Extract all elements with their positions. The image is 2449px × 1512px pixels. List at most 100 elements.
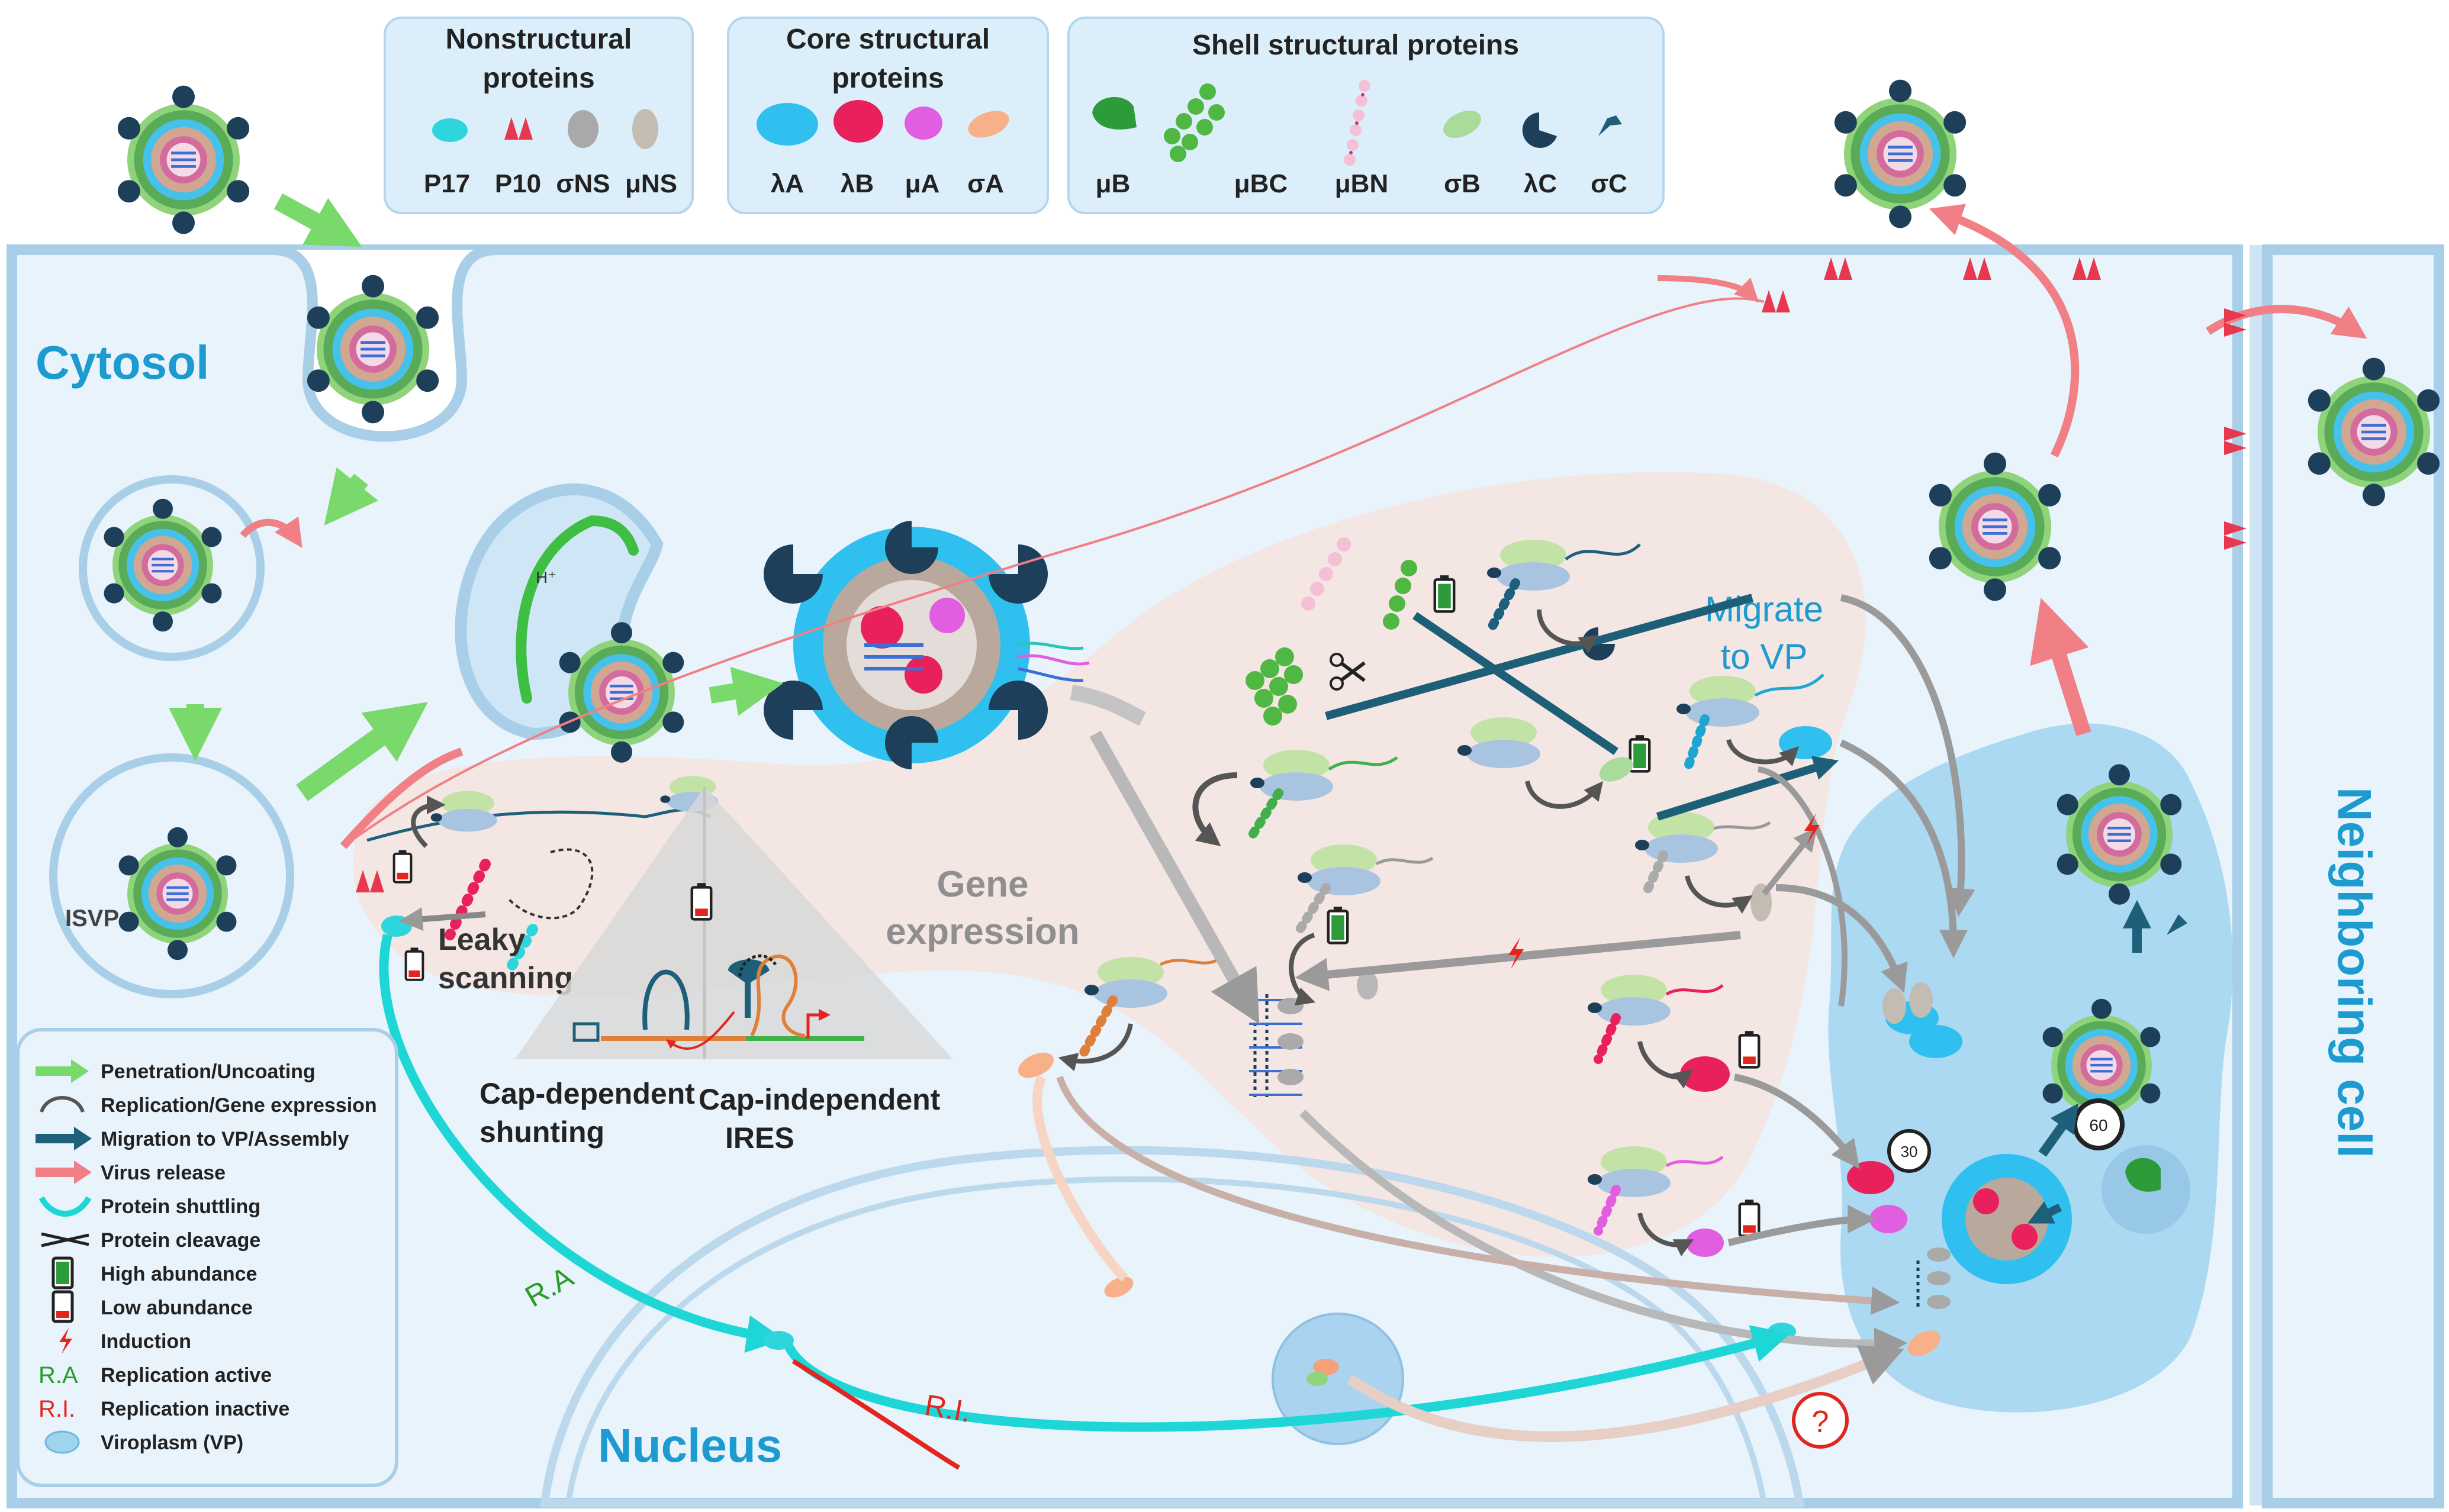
battery-high-sigma-ns: [1328, 907, 1347, 943]
h-plus-label: H⁺: [536, 568, 556, 586]
penetration-arrow-1: [273, 193, 362, 247]
nonstructural-proteins-box: Nonstructural proteins P17 P10 σNS μNS: [384, 17, 694, 214]
template-to-vp-arrow: [1299, 1110, 1908, 1361]
sigma-a-export-arrow: [1346, 1345, 1904, 1442]
p17-label: P17: [424, 169, 470, 198]
sigma-c-protein-icon: [1598, 115, 1622, 136]
cap-independent-label: Cap-independent: [699, 1083, 941, 1116]
lambda-b-to-vp-arrow: [1733, 1073, 1860, 1169]
mu-b-protein-icon: [1092, 96, 1137, 130]
nuclear-envelope-outer: [539, 1146, 1805, 1507]
battery-high-mu-b: [1435, 575, 1454, 611]
replication-arrow-sigma-ns: [1289, 933, 1316, 1006]
p10-label: P10: [495, 169, 541, 198]
mu-a-label: μA: [905, 169, 940, 198]
replication-arrow-lambda-a: [1726, 739, 1800, 766]
mu-ns-in-vp-2: [1909, 982, 1933, 1018]
p10-release-start: [340, 747, 464, 849]
scissors-icon: [1340, 661, 1366, 682]
mrna-lambda-b: [1665, 984, 1724, 996]
curved-arrow-icon: [40, 1096, 85, 1113]
mrna-mu-ns: [1713, 821, 1771, 830]
isvp-label: ISVP: [65, 905, 119, 931]
sigma-ns-protein-icon: [568, 110, 598, 148]
lambda-a-in-vp-2: [1909, 1025, 1962, 1058]
mu-bn-product: [1301, 537, 1351, 611]
legend-label-1: Penetration/Uncoating: [101, 1060, 316, 1083]
p17-protein-icon: [432, 118, 468, 142]
mu-bn-protein-icon: [1344, 80, 1370, 166]
p17-in-nucleus: [763, 1331, 794, 1350]
sigma-b-to-vp-arrow: [1758, 766, 1848, 1007]
p10-nascent-chain: [445, 859, 491, 940]
pink-arrow-icon: [36, 1160, 92, 1184]
lambda-a-chain: [1682, 714, 1710, 774]
sigma-a-in-vp: [1907, 1330, 1940, 1356]
legend-label-10: Replication active: [101, 1364, 272, 1387]
mu-ns-chain: [1641, 850, 1668, 898]
legend-label-2: Replication/Gene expression: [101, 1094, 377, 1117]
dark-blue-arrow-icon: [36, 1127, 92, 1150]
leaky-arrow: [399, 907, 486, 931]
sigma-b-product: [1599, 757, 1633, 782]
mrna-mu-b: [1328, 756, 1398, 771]
shunt-red-arrow: [665, 1011, 735, 1050]
dsrna-in-vp: [1916, 1247, 1951, 1309]
leaky-scanning-label: Leaky: [438, 923, 526, 957]
replication-arrow-mu-ns: [1685, 875, 1753, 914]
mu-a-in-vp: [1869, 1205, 1907, 1233]
replication-arrow-sigma-a: [1058, 1023, 1133, 1072]
replication-arrow-mu-b: [1192, 772, 1238, 847]
sigma-c-label: σC: [1591, 169, 1627, 198]
replication-arrow-p10: [411, 795, 446, 848]
ri-label: R.I.: [922, 1388, 973, 1429]
timer-60-label: 60: [2089, 1116, 2107, 1134]
timer-30-label: 30: [1901, 1143, 1918, 1160]
scissors-handle: [1330, 653, 1344, 667]
sigma-a-chain: [1079, 995, 1118, 1058]
sigma-a-product: [1018, 1052, 1054, 1078]
translation-pyramid: [515, 787, 953, 1059]
mu-bn-label: μBN: [1335, 169, 1388, 198]
legend-icons: R.AR.I.: [36, 1059, 92, 1454]
mu-ns-label: μNS: [625, 169, 677, 198]
ires-start-arrow: [806, 1009, 831, 1039]
replication-arrow-mu-a: [1637, 1213, 1694, 1256]
dsrna-template: [1249, 994, 1304, 1101]
mu-ns-to-template-arrow: [1295, 931, 1741, 991]
sigma-a-to-vp-arrow: [1056, 1076, 1900, 1316]
battery-low-icon: [52, 1290, 74, 1323]
p17-nascent-chain: [504, 924, 538, 976]
lambda-c-chain: [1487, 578, 1520, 632]
gene-expression-label-2: expression: [886, 911, 1079, 952]
core-title: Core structural: [786, 24, 990, 55]
viroplasm: [1828, 723, 2233, 1413]
battery-low-pyramid: [692, 883, 711, 919]
mu-ns-induction-arrow: [1762, 827, 1817, 896]
endosome-cleavage-arrow: [240, 516, 302, 548]
scissors-icon: [41, 1232, 89, 1247]
p17-nuclear-import-arrow: [379, 934, 785, 1353]
question-label: ?: [1812, 1405, 1829, 1439]
replication-arrow-lambda-c: [1537, 609, 1599, 653]
shell-structural-proteins-box: Shell structural proteins μB μBC μBN σB …: [1067, 17, 1665, 214]
migrate-arrow: [1656, 756, 1839, 821]
gene-expression-label: Gene: [937, 864, 1028, 905]
cytosol-label: Cytosol: [36, 336, 209, 389]
mrna-sigma-a: [1159, 957, 1221, 966]
sigma-ns-chain: [1292, 883, 1331, 940]
mu-bc-product-2: [1383, 560, 1417, 630]
viroplasm-icon: [44, 1430, 80, 1454]
mu-a-chain: [1594, 1185, 1621, 1236]
battery-low-p10: [394, 850, 411, 882]
lambda-b-label: λB: [841, 169, 874, 198]
uncoating-arrow: [709, 666, 784, 716]
p10-transport-line: [342, 297, 1765, 847]
sigma-ns-label: σNS: [556, 169, 610, 198]
penetration-arrow-4: [296, 702, 429, 801]
sigma-a-in-nucleus: [1313, 1359, 1339, 1375]
ra-icon: R.A: [38, 1362, 78, 1388]
legend-label-6: Protein cleavage: [101, 1229, 260, 1252]
